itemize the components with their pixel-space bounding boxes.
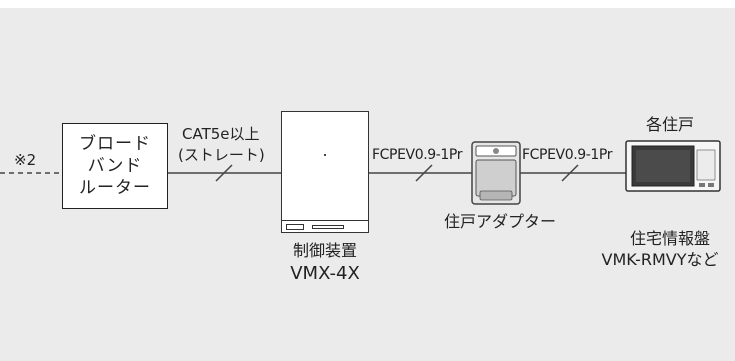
- note-mark: ※2: [14, 151, 37, 169]
- controller-device-icon: [281, 111, 369, 233]
- info-panel-monitor-icon: [625, 140, 721, 192]
- router-label-line-2: バンド: [87, 156, 143, 176]
- cable-label-cat5e: CAT5e以上: [182, 125, 260, 143]
- broadband-router-box: ブロード バンド ルーター: [62, 123, 168, 209]
- controller-name: 制御装置: [292, 241, 357, 260]
- controller-model: VMX-4X: [290, 263, 360, 284]
- adapter-device-icon: [471, 141, 521, 205]
- adapter-label: 住戸アダプター: [443, 212, 556, 231]
- controller-bottom-panel: [282, 220, 368, 232]
- router-label-line-3: ルーター: [79, 178, 151, 198]
- cable-slash-2: [415, 164, 433, 182]
- cable-label-straight: (ストレート): [178, 146, 265, 164]
- info-panel-name: 住宅情報盤: [629, 229, 710, 248]
- cable-label-fcpev-1: FCPEV0.9-1Pr: [372, 147, 463, 163]
- cable-label-fcpev-2: FCPEV0.9-1Pr: [522, 147, 613, 163]
- controller-slot: [312, 225, 344, 229]
- controller-port: [286, 224, 304, 230]
- residence-title: 各住戸: [645, 115, 694, 134]
- cable-slash-1: [215, 164, 233, 182]
- controller-indicator: [324, 154, 326, 156]
- info-panel-model: VMK-RMVYなど: [601, 250, 719, 269]
- cable-slash-3: [561, 164, 579, 182]
- router-label-line-1: ブロード: [79, 134, 151, 154]
